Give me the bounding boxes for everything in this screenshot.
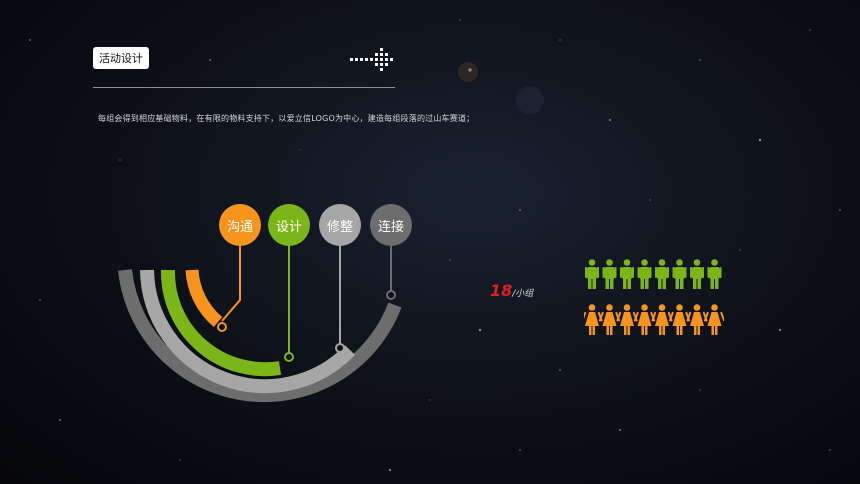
female-person-icon	[598, 304, 621, 335]
connector-communicate	[221, 240, 241, 322]
arc-communicate	[185, 269, 223, 327]
step-design: 设计	[268, 204, 310, 246]
arc-process-diagram	[118, 240, 402, 403]
dotted-arrow-icon	[350, 48, 393, 71]
female-person-icon	[703, 304, 724, 335]
step-revise: 修整	[319, 204, 361, 246]
step-connect: 连接	[370, 204, 412, 246]
arc-design	[160, 269, 282, 377]
female-person-icon	[633, 304, 656, 335]
group-count-number: 18	[490, 281, 513, 300]
section-badge: 活动设计	[93, 47, 149, 69]
male-person-icon	[620, 259, 634, 289]
people-icon-grid	[584, 259, 724, 335]
female-person-icon	[686, 304, 708, 335]
arc-revise	[140, 269, 356, 394]
group-count-unit: /小组	[512, 289, 534, 299]
group-count: 18/小组	[490, 281, 533, 300]
activity-description: 每组会得到相应基础物料，在有限的物料支持下，以爱立信LOGO为中心，建造每组段落…	[98, 114, 475, 123]
male-person-icon	[655, 259, 669, 289]
male-person-icon	[690, 259, 704, 289]
divider-line	[93, 87, 395, 88]
arc-connect	[118, 269, 402, 403]
male-person-icon	[707, 259, 722, 289]
male-person-icon	[602, 259, 617, 289]
step-communicate: 沟通	[219, 204, 261, 246]
male-person-icon	[637, 259, 652, 289]
male-person-icon	[672, 259, 687, 289]
female-person-icon	[651, 304, 673, 335]
male-person-icon	[585, 259, 599, 289]
